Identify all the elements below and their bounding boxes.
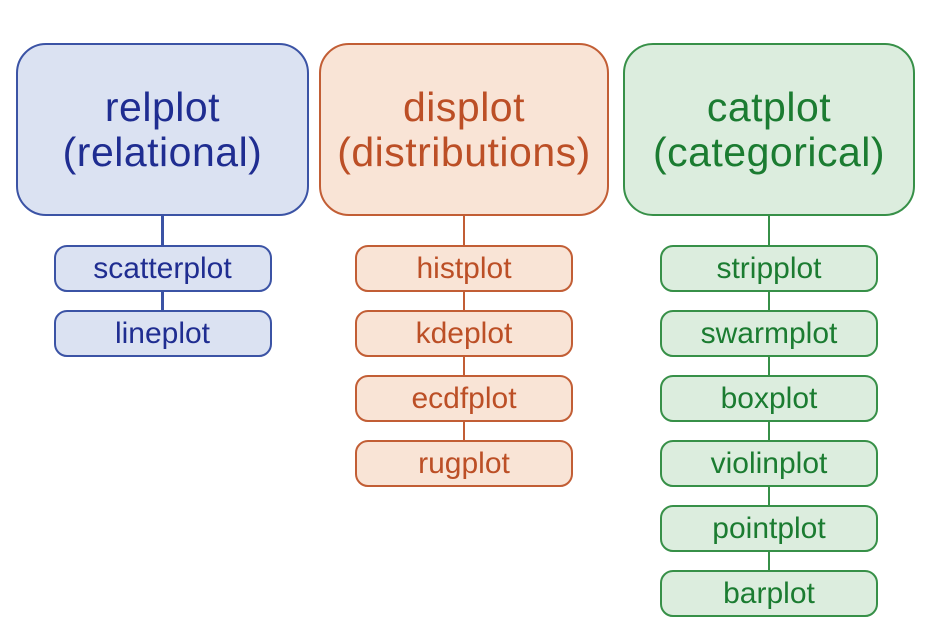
connector-line [161, 292, 164, 310]
relplot-header-name: relplot [104, 83, 221, 130]
catplot-header-category: (categorical) [652, 128, 886, 175]
node-barplot: barplot [660, 570, 878, 617]
connector-line [767, 552, 771, 570]
catplot-header-name: catplot [706, 83, 832, 130]
node-swarmplot: swarmplot [660, 310, 878, 357]
node-kdeplot: kdeplot [355, 310, 573, 357]
connector-line [462, 216, 466, 245]
connector-line [462, 357, 466, 375]
column-displot: displot (distributions) histplot kdeplot… [319, 43, 609, 487]
connector-line [462, 422, 466, 440]
displot-header-name: displot [402, 83, 525, 130]
relplot-header-category: (relational) [62, 128, 263, 175]
node-ecdfplot: ecdfplot [355, 375, 573, 422]
displot-header-box: displot (distributions) [319, 43, 609, 216]
column-catplot: catplot (categorical) stripplot swarmplo… [623, 43, 915, 617]
column-relplot: relplot (relational) scatterplot lineplo… [16, 43, 309, 357]
connector-line [161, 216, 164, 245]
connector-line [767, 422, 771, 440]
node-stripplot: stripplot [660, 245, 878, 292]
node-rugplot: rugplot [355, 440, 573, 487]
connector-line [462, 292, 466, 310]
node-violinplot: violinplot [660, 440, 878, 487]
displot-header-category: (distributions) [337, 128, 591, 175]
catplot-header-box: catplot (categorical) [623, 43, 915, 216]
connector-line [767, 357, 771, 375]
node-boxplot: boxplot [660, 375, 878, 422]
relplot-header-box: relplot (relational) [16, 43, 309, 216]
node-histplot: histplot [355, 245, 573, 292]
node-pointplot: pointplot [660, 505, 878, 552]
connector-line [767, 487, 771, 505]
node-lineplot: lineplot [53, 310, 272, 357]
node-scatterplot: scatterplot [53, 245, 272, 292]
connector-line [767, 292, 771, 310]
connector-line [767, 216, 771, 245]
